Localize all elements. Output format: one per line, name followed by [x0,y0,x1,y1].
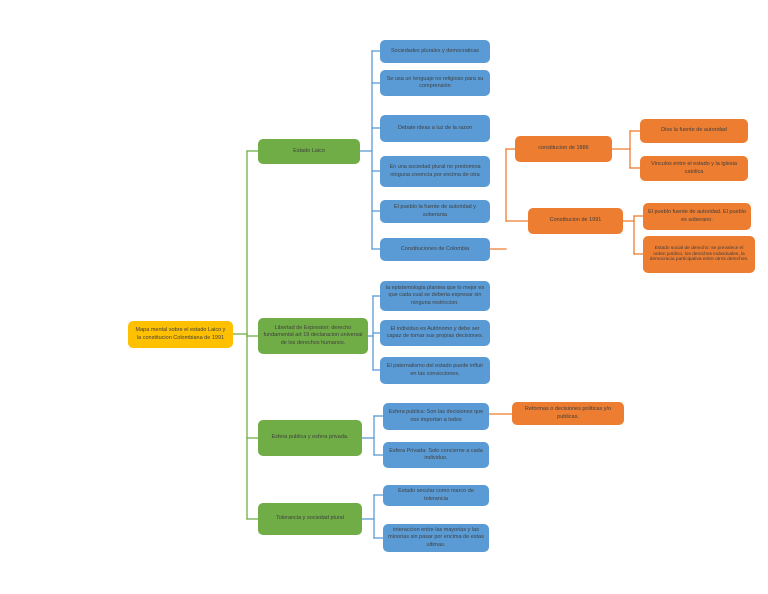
node-libertad-de-expresion[interactable]: Libertad de Expresion: derecho fundament… [258,318,368,354]
node-esfera-privada[interactable]: Esfera Privada: Solo concierne a cada in… [383,442,489,468]
node-estado-laico[interactable]: Estado Laico [258,139,360,164]
node-constitucion-1991[interactable]: Constitucion de 1991 [528,208,623,234]
node-lenguaje-no-religioso[interactable]: Se usa un lenguaje no religioso para su … [380,70,490,96]
node-constituciones-colombia[interactable]: Constituciones de Colombia [380,238,490,261]
node-sociedad-plural-creencias[interactable]: En una sociedad plural no predomina ning… [380,156,490,187]
node-constitucion-1886[interactable]: constitucion de 1886 [515,136,612,162]
node-sociedades-plurales[interactable]: Sociedades plurales y democraticas [380,40,490,63]
node-esfera-publica-privada[interactable]: Esfera publica y esfera privada. [258,420,362,456]
node-vinculos-estado-iglesia[interactable]: Vinculos entre el estado y la iglesia ca… [640,156,748,181]
level2-connectors [359,50,384,539]
node-root[interactable]: Mapa mental sobre el estado Laico y la c… [128,321,233,348]
root-branch-connectors [232,150,259,520]
node-epistemologia[interactable]: la epistemologia plantea que lo mejor es… [380,281,490,311]
node-pueblo-fuente-autoridad[interactable]: El pueblo fuente de autoridad. El pueblo… [643,203,751,230]
level3-connectors [488,130,644,415]
node-esfera-publica[interactable]: Esfera publica: Son las decisiones que n… [383,403,489,430]
node-estado-social-derecho[interactable]: Estado social de derecho: se prevalece e… [643,236,755,273]
node-paternalismo-estado[interactable]: El paternalismo del estado puede influir… [380,357,490,384]
node-debate-ideas[interactable]: Debate ideas a luz de la razon [380,115,490,142]
node-estado-secular[interactable]: Estado secular como marco de tolerancia [383,485,489,506]
node-interaccion-mayorias-minorias[interactable]: interaccion entre las mayorias y las min… [383,524,489,552]
node-dios-fuente-autoridad[interactable]: Dios la fuente de autoridad [640,119,748,143]
node-reformas-decisiones[interactable]: Reformas o decisiones politicas y/o publ… [512,402,624,425]
node-tolerancia-sociedad-plural[interactable]: Tolerancia y sociedad plural [258,503,362,535]
node-individuo-autonomo[interactable]: El individuo es Autónomo y debe ser capa… [380,320,490,346]
node-pueblo-autoridad-soberania[interactable]: El pueblo la fuente de autoridad y sober… [380,200,490,223]
